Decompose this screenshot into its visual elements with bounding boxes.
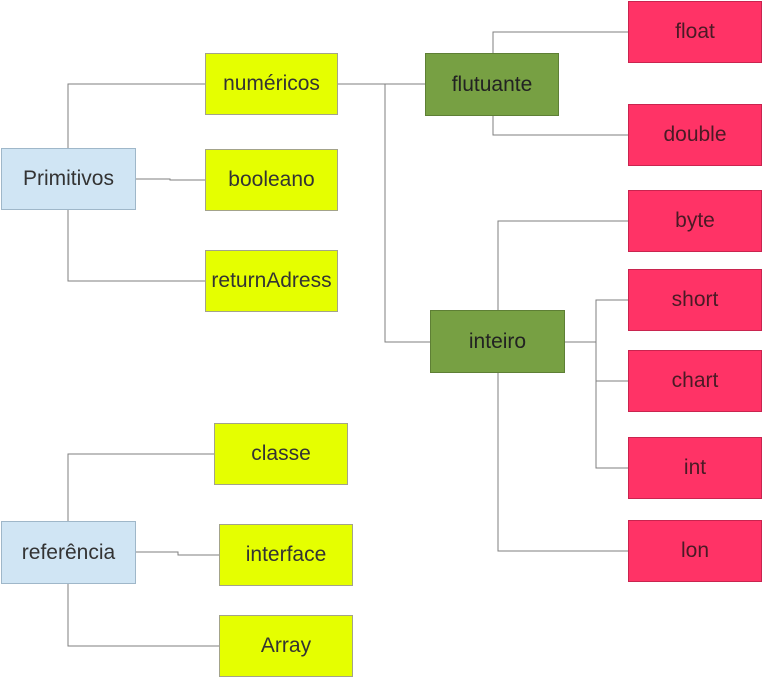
node-booleano: booleano: [205, 149, 338, 211]
node-int-label: int: [683, 456, 707, 479]
node-referencia-label: referência: [21, 540, 116, 564]
node-flutuante-label: flutuante: [451, 72, 533, 96]
connector-inteiro-byte: [497, 220, 628, 310]
node-primitivos-label: Primitivos: [22, 167, 114, 190]
connector-primitivos-numericos: [67, 83, 205, 148]
node-array-label: Array: [260, 634, 312, 657]
node-byte-label: byte: [675, 209, 715, 232]
connector-flutuante-double: [492, 116, 628, 136]
node-inteiro: inteiro: [430, 310, 565, 373]
node-array: Array: [219, 615, 353, 677]
connector-inteiro-int: [595, 381, 628, 469]
node-referencia: referência: [1, 521, 136, 584]
node-numericos: numéricos: [205, 53, 338, 115]
node-float-label: float: [675, 20, 715, 43]
connector-flutuante-float: [492, 31, 628, 53]
node-numericos-label: numéricos: [223, 72, 320, 95]
node-interface: interface: [219, 524, 353, 586]
node-classe: classe: [214, 423, 348, 485]
connector-inteiro-short: [595, 299, 628, 342]
connector-referencia-interface: [136, 551, 219, 556]
connector-primitivos-returnadress: [67, 210, 205, 282]
node-interface-label: interface: [245, 543, 327, 566]
node-returnadress-label: returnAdress: [211, 269, 332, 292]
node-lon: lon: [628, 520, 762, 582]
node-inteiro-label: inteiro: [468, 329, 527, 353]
node-float: float: [628, 1, 762, 63]
node-chart-label: chart: [671, 369, 719, 392]
connector-primitivos-booleano: [136, 178, 205, 181]
node-primitivos: Primitivos: [1, 148, 136, 210]
node-int: int: [628, 437, 762, 499]
node-classe-label: classe: [251, 442, 311, 465]
node-double: double: [628, 104, 762, 166]
node-double-label: double: [663, 123, 727, 146]
node-lon-label: lon: [680, 539, 710, 562]
node-short: short: [628, 269, 762, 331]
connector-referencia-array: [67, 584, 219, 647]
node-chart: chart: [628, 350, 762, 412]
connector-inteiro-lon: [497, 373, 628, 552]
node-byte: byte: [628, 190, 762, 252]
node-flutuante: flutuante: [425, 53, 559, 116]
node-booleano-label: booleano: [228, 168, 315, 191]
node-returnadress: returnAdress: [205, 250, 338, 312]
connector-numericos-inteiro: [384, 84, 430, 343]
connector-referencia-classe: [67, 453, 214, 521]
node-short-label: short: [671, 288, 719, 311]
connector-inteiro-chart: [595, 342, 628, 382]
